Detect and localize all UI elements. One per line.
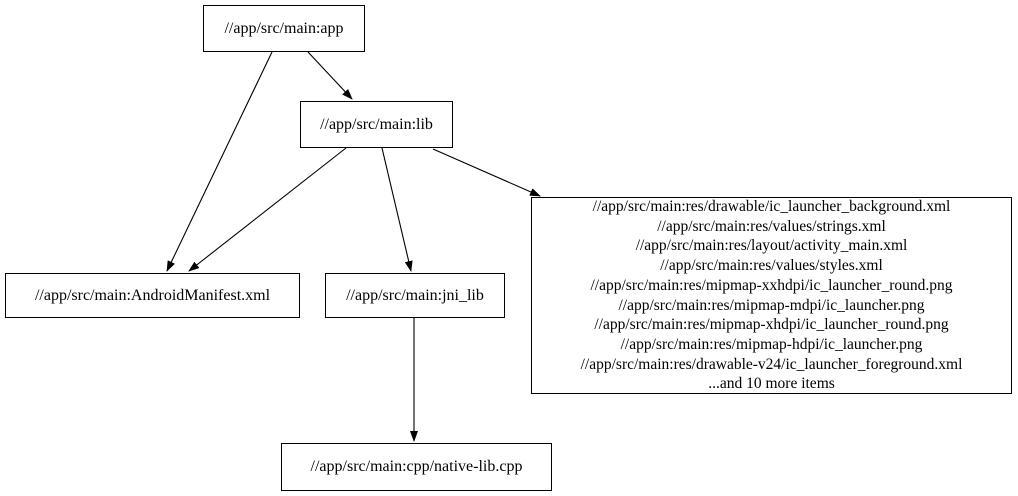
node-android-manifest-label: //app/src/main:AndroidManifest.xml	[34, 286, 271, 304]
resource-more-items: ...and 10 more items	[708, 375, 835, 393]
resource-item: //app/src/main:res/layout/activity_main.…	[635, 237, 908, 255]
resource-item: //app/src/main:res/values/styles.xml	[660, 257, 883, 275]
edge-app-to-android-manifest	[166, 51, 273, 272]
node-jni-lib-label: //app/src/main:jni_lib	[346, 286, 484, 304]
edge-lib-to-resources	[432, 148, 541, 197]
resource-item: //app/src/main:res/drawable/ic_launcher_…	[592, 197, 951, 215]
resource-item: //app/src/main:res/values/strings.xml	[657, 217, 886, 235]
node-native-lib-cpp-label: //app/src/main:cpp/native-lib.cpp	[310, 458, 523, 476]
node-resources-group: //app/src/main:res/drawable/ic_launcher_…	[531, 197, 1012, 394]
edge-lib-to-jni-lib	[381, 147, 413, 272]
node-app: //app/src/main:app	[203, 5, 365, 52]
node-android-manifest: //app/src/main:AndroidManifest.xml	[5, 273, 300, 318]
node-jni-lib: //app/src/main:jni_lib	[325, 273, 505, 318]
node-app-label: //app/src/main:app	[224, 19, 344, 37]
edge-app-to-lib	[307, 51, 353, 100]
edge-lib-to-android-manifest	[188, 147, 347, 272]
resource-item: //app/src/main:res/mipmap-xxhdpi/ic_laun…	[590, 276, 953, 294]
resource-item: //app/src/main:res/drawable-v24/ic_launc…	[580, 355, 963, 373]
node-native-lib-cpp: //app/src/main:cpp/native-lib.cpp	[281, 443, 552, 491]
node-lib: //app/src/main:lib	[300, 101, 453, 148]
resource-item: //app/src/main:res/mipmap-xhdpi/ic_launc…	[594, 316, 949, 334]
node-lib-label: //app/src/main:lib	[320, 115, 433, 133]
resource-item: //app/src/main:res/mipmap-mdpi/ic_launch…	[618, 296, 925, 314]
resource-item: //app/src/main:res/mipmap-hdpi/ic_launch…	[620, 335, 923, 353]
